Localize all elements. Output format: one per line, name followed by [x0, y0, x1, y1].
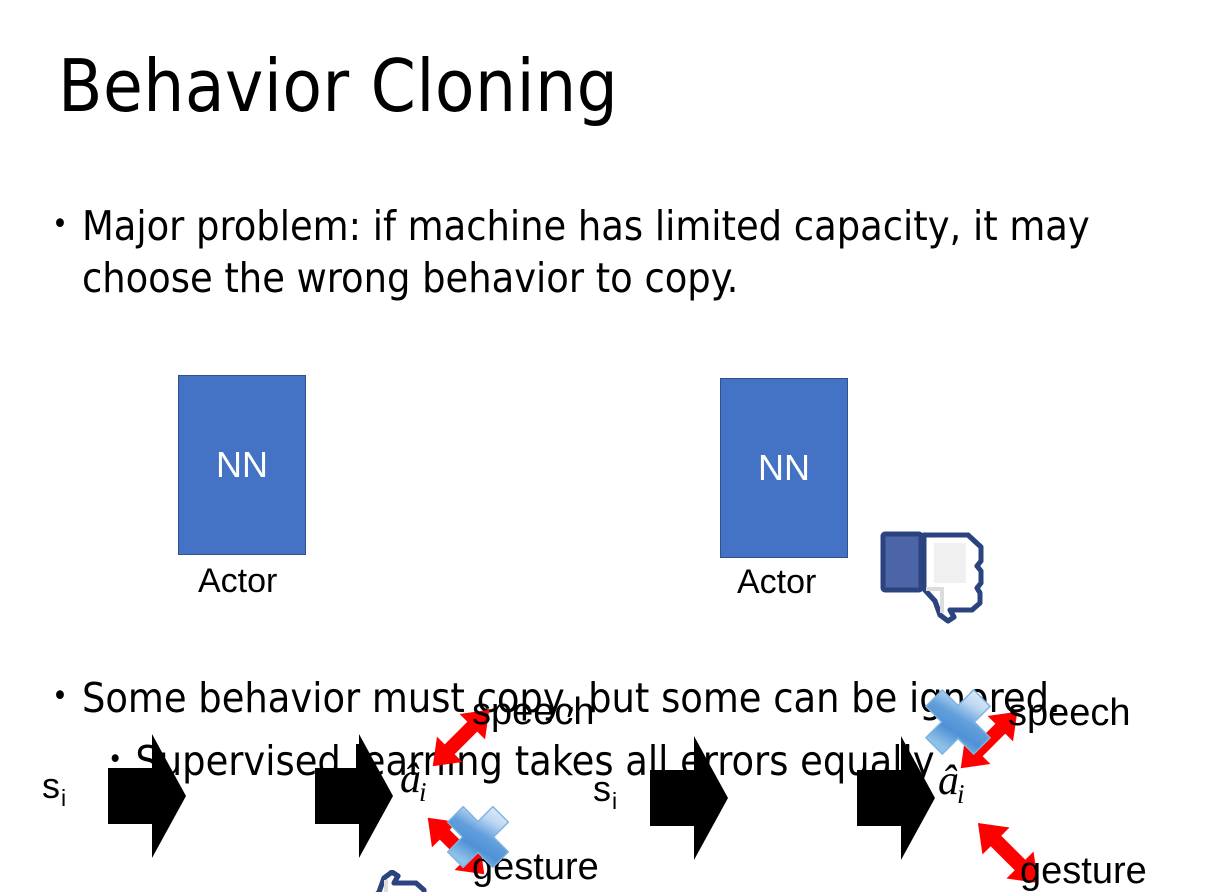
- right-block-arrow-icon: [857, 730, 935, 871]
- right-block-arrow-icon: [108, 728, 186, 869]
- branch-label-speech-right: speech: [1008, 692, 1131, 734]
- action-subscript: i: [957, 779, 965, 809]
- page-title: Behavior Cloning: [58, 44, 619, 128]
- red-double-headed-arrow-icon: [415, 690, 507, 791]
- action-symbol: â: [938, 758, 959, 804]
- diagram-left: si NN Actor âi: [10, 340, 610, 892]
- bullet-marker-icon: •: [52, 679, 68, 714]
- state-subscript: i: [61, 785, 67, 811]
- right-block-arrow-icon: [650, 730, 728, 871]
- bullet-marker-icon: •: [52, 207, 68, 242]
- state-symbol: s: [42, 765, 60, 806]
- action-subscript: i: [419, 777, 427, 807]
- red-double-headed-arrow-icon: [943, 692, 1035, 793]
- bullet-text-1: Major problem: if machine has limited ca…: [81, 202, 1090, 302]
- nn-box-label: NN: [216, 444, 268, 485]
- bullet-item-2: • Some behavior must copy, but some can …: [52, 672, 1152, 724]
- action-label-right: âi: [938, 758, 967, 808]
- thumbs-up-icon: [322, 869, 440, 892]
- nn-box-left: NN: [178, 375, 306, 555]
- bullet-item-3: • Supervised learning takes all errors e…: [108, 735, 1148, 787]
- nn-box-label: NN: [758, 447, 810, 488]
- red-double-headed-arrow-icon: [957, 802, 1059, 892]
- bullet-marker-icon: •: [108, 744, 123, 775]
- state-subscript: i: [612, 788, 618, 814]
- nn-box-right: NN: [720, 378, 848, 558]
- blue-x-cross-icon: [442, 801, 514, 878]
- actor-caption-left: Actor: [198, 562, 278, 600]
- action-label-left: âi: [400, 756, 429, 806]
- bullet-text-3: Supervised learning takes all errors equ…: [135, 737, 935, 785]
- action-symbol: â: [400, 756, 421, 802]
- state-label-right: si: [593, 768, 617, 814]
- right-block-arrow-icon: [315, 728, 393, 869]
- bullet-item-1: • Major problem: if machine has limited …: [52, 200, 1112, 304]
- branch-label-speech-left: speech: [472, 691, 595, 733]
- bullet-text-2: Some behavior must copy, but some can be…: [81, 674, 1061, 722]
- actor-caption-right: Actor: [737, 563, 817, 601]
- branch-label-gesture-right: gesture: [1020, 850, 1147, 892]
- blue-x-cross-icon: [920, 684, 996, 765]
- state-label-left: si: [42, 765, 66, 811]
- thumbs-down-icon: [878, 525, 996, 630]
- state-symbol: s: [593, 768, 611, 809]
- diagram-right: si NN Actor âi: [565, 340, 1165, 892]
